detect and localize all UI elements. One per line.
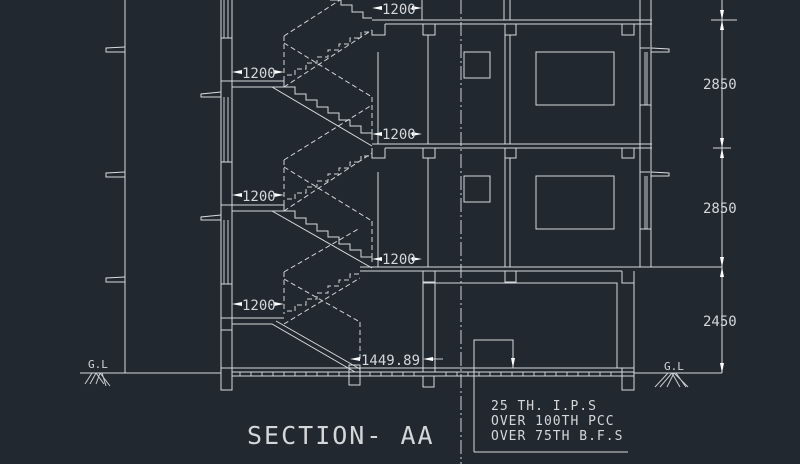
left-outer-wall [105,0,126,373]
floor-height-dim-3: 2450 [703,314,737,330]
stair-wall [200,0,233,390]
height-dimension-line [711,0,737,373]
stair-width-dim-6: 1200 [382,252,416,268]
floor-height-dim-2: 2850 [703,201,737,217]
floor-slabs [360,19,722,284]
stair-width-dim-4: 1200 [382,2,416,18]
floor-note-line-1: 25 TH. I.P.S [491,399,597,414]
stair-width-dim-1: 1200 [242,66,276,82]
bottom-landing-dim: 1449.89 [361,353,420,369]
stair-hidden-lines [283,0,373,360]
floor-note-line-3: OVER 75TH B.F.S [491,429,623,444]
floor-height-dim-1: 2850 [703,77,737,93]
ground-level-label-left: G.L [88,358,108,371]
landings-left [221,80,373,373]
stair-dim-arrows [232,6,443,361]
ground-level-label-right: G.L [664,360,684,373]
ground-symbol-right [654,372,689,388]
stair-width-dim-2: 1200 [242,189,276,205]
floor-note-leader [473,339,628,453]
columns [377,0,670,372]
stair-flights [284,0,373,262]
ground-symbol-left [84,372,111,387]
stair-width-dim-5: 1200 [382,127,416,143]
section-title: SECTION- AA [247,421,435,450]
ground-slab [80,364,722,391]
floor-note-line-2: OVER 100TH PCC [491,414,615,429]
openings [422,51,618,369]
stair-width-dim-3: 1200 [242,298,276,314]
